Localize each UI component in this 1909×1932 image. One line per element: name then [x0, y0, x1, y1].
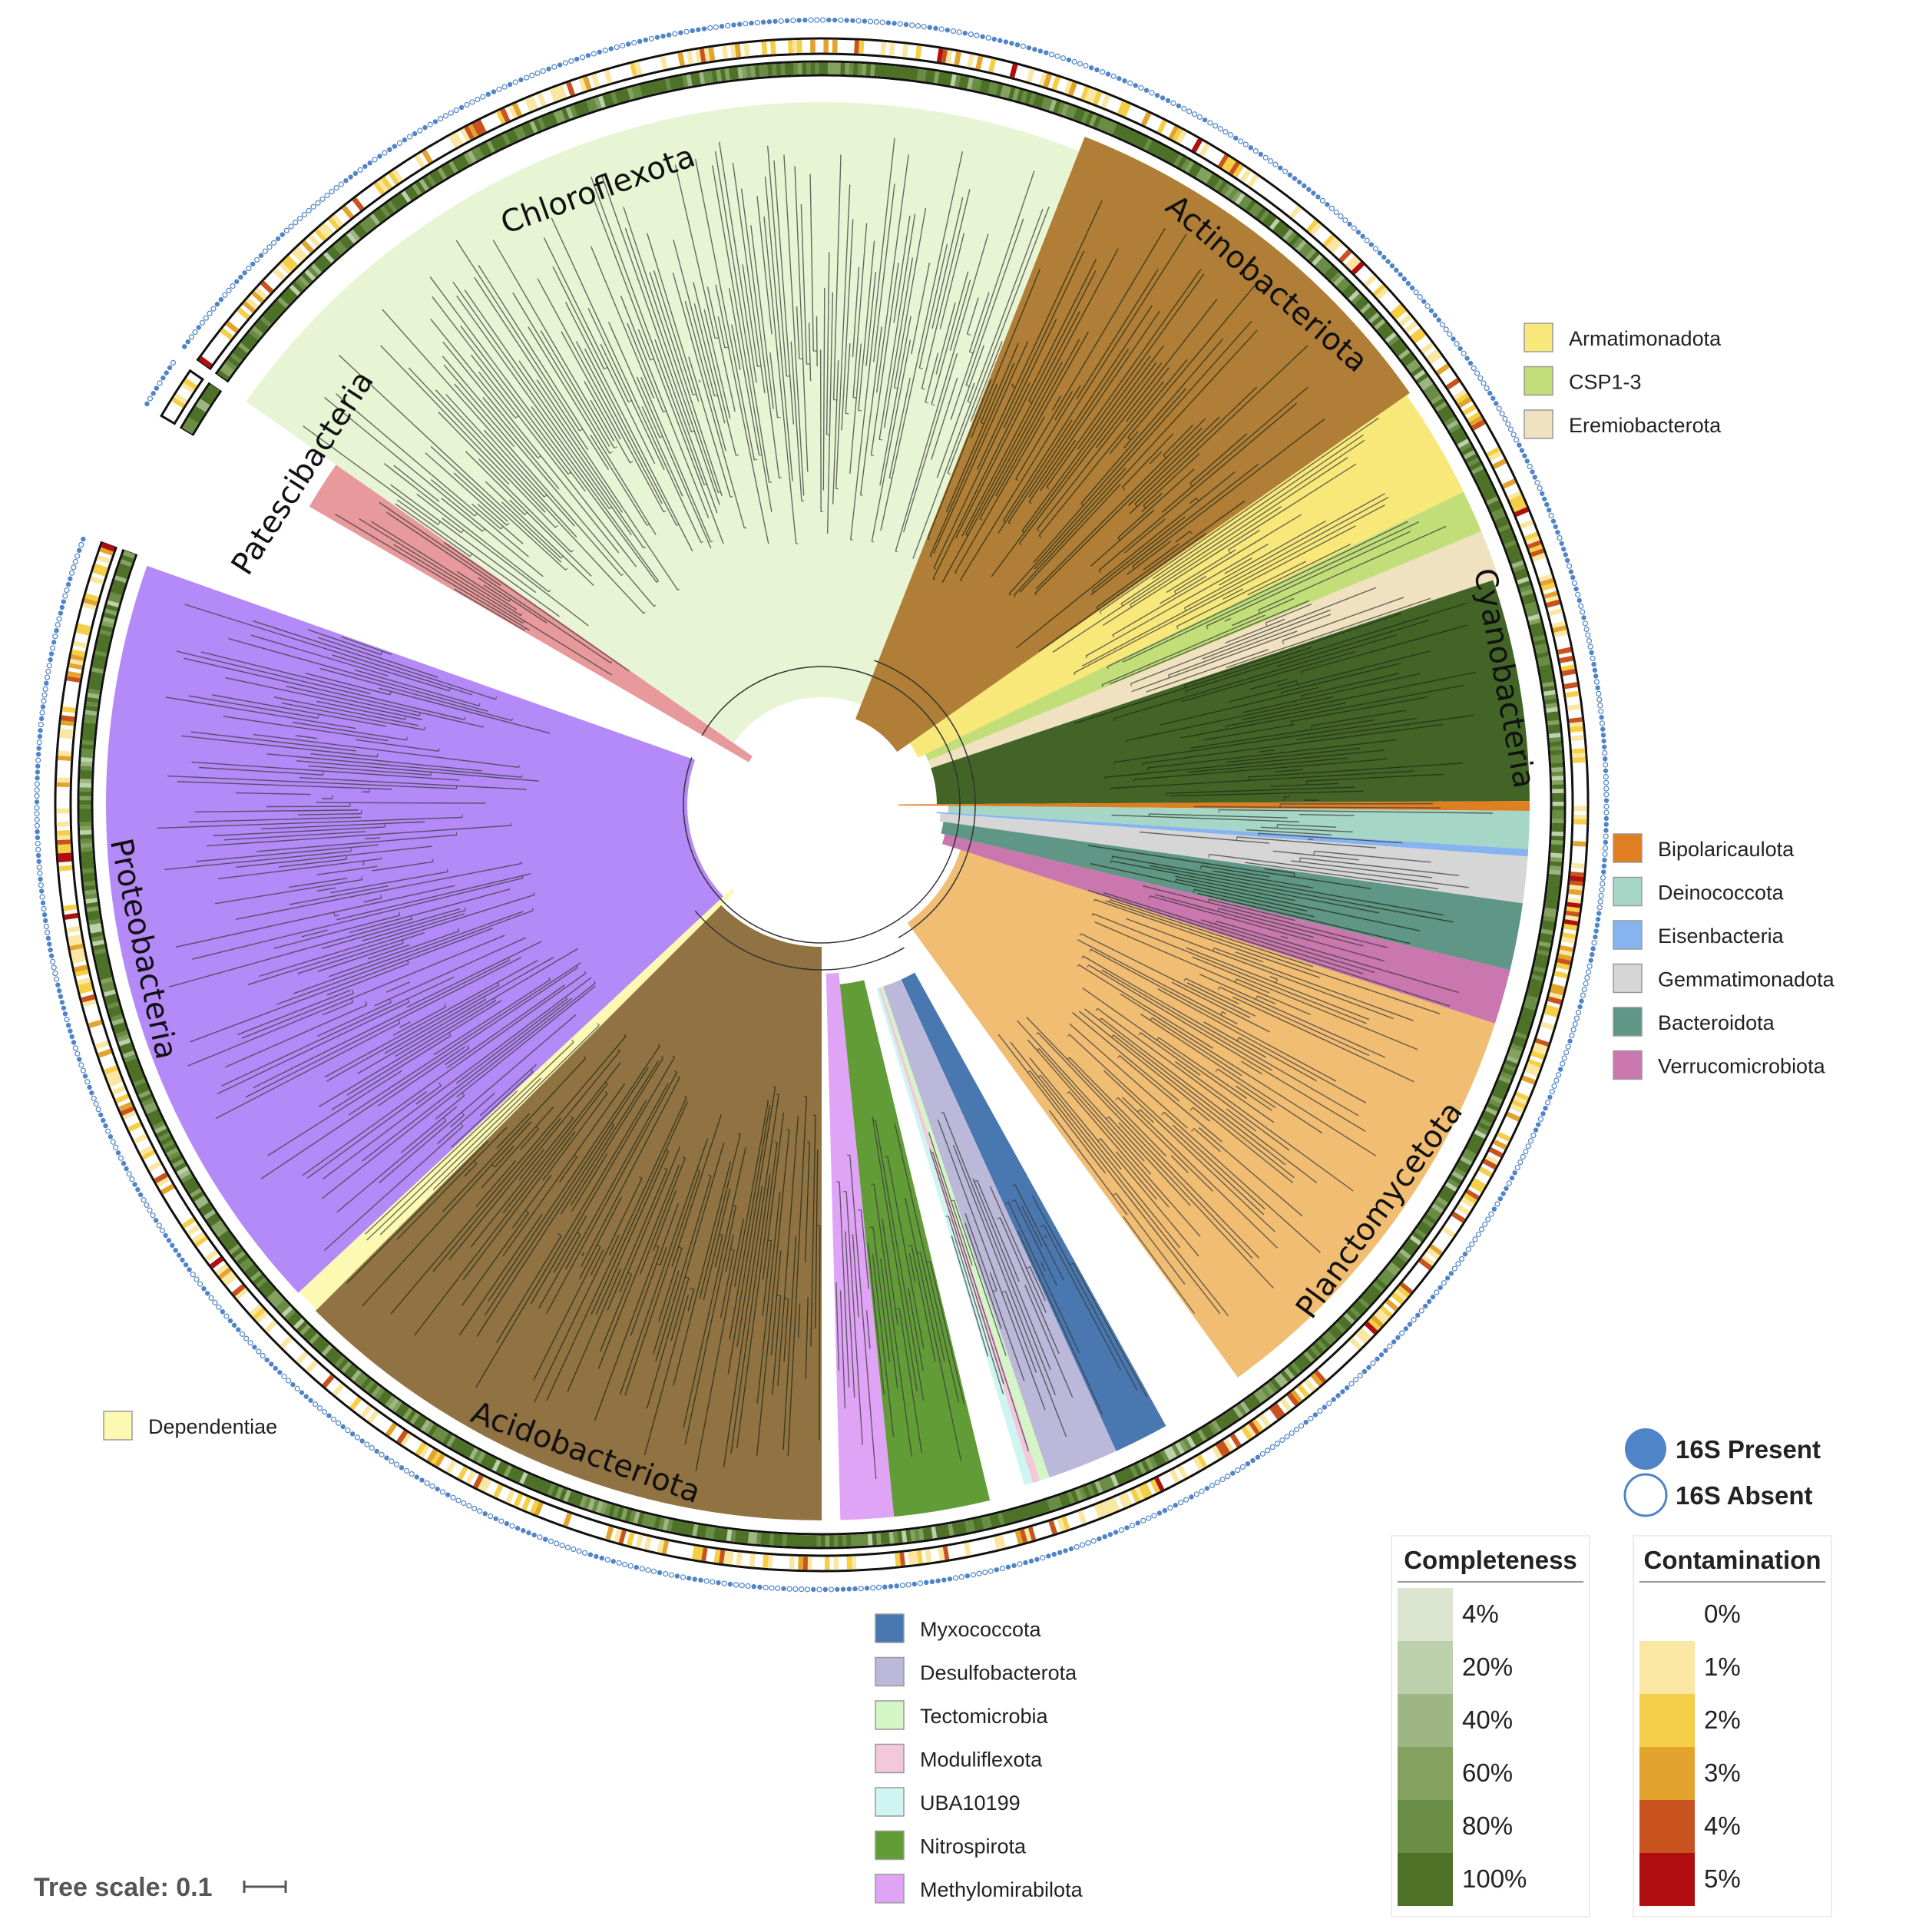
completeness-legend-label: 20% — [1462, 1652, 1513, 1681]
legend-swatch — [1613, 920, 1643, 950]
tree-scale-label: Tree scale: 0.1 — [34, 1873, 213, 1902]
completeness-legend-swatch — [1398, 1694, 1453, 1747]
tree-scale-bar — [243, 1881, 287, 1893]
legend-swatch — [875, 1656, 905, 1687]
contamination-legend-swatch — [1639, 1641, 1695, 1694]
legend-label: Armatimonadota — [1569, 327, 1722, 350]
rrna-present-label: 16S Present — [1676, 1435, 1821, 1464]
legend-swatch — [1613, 833, 1643, 863]
legend-label: Myxococcota — [920, 1618, 1042, 1641]
legends: ArmatimonadotaCSP1-3EremiobacterotaBipol… — [103, 323, 1835, 1917]
completeness-legend: Completeness 4% 20% 40% 60% 80% 100% — [1391, 1535, 1590, 1917]
clade-wedge-patescibacteria — [309, 465, 753, 763]
rrna-present-marker — [1625, 1428, 1666, 1470]
completeness-legend-swatch — [1398, 1588, 1453, 1641]
legend-label: Verrucomicrobiota — [1658, 1055, 1826, 1078]
contamination-legend-label: 4% — [1704, 1811, 1741, 1840]
clade-wedge-verrucomicrobiota — [941, 834, 1510, 1024]
legend-label: Desulfobacterota — [920, 1662, 1077, 1685]
legend-label: UBA10199 — [920, 1791, 1021, 1815]
legend-swatch — [1524, 366, 1553, 396]
contamination-legend-swatch — [1639, 1853, 1695, 1906]
legend-swatch — [1613, 1050, 1643, 1080]
legend-label: Dependentiae — [148, 1415, 277, 1438]
legend-swatch — [875, 1874, 905, 1904]
legend-label: Eremiobacterota — [1569, 414, 1722, 437]
completeness-legend-label: 100% — [1462, 1864, 1527, 1893]
legend-swatch — [875, 1787, 905, 1817]
completeness-legend-title: Completeness — [1404, 1546, 1577, 1574]
clade-wedge-dependentiae — [299, 888, 735, 1310]
legend-label: CSP1-3 — [1569, 371, 1642, 394]
clade-wedge-csp1-3 — [925, 491, 1482, 761]
legend-swatch — [1613, 876, 1643, 907]
clade-wedges — [106, 102, 1530, 1520]
annotation-rings — [34, 17, 1610, 1593]
contamination-legend-swatch — [1639, 1747, 1695, 1800]
legend-label: Eisenbacteria — [1658, 925, 1785, 948]
phylum-legend-right: BipolaricaulotaDeinococcotaEisenbacteria… — [1613, 833, 1835, 1080]
tree-scale: Tree scale: 0.1 — [34, 1873, 287, 1902]
legend-label: Methylomirabilota — [920, 1878, 1084, 1901]
clade-wedge-acidobacteriota — [315, 905, 822, 1520]
contamination-legend-title: Contamination — [1644, 1546, 1821, 1574]
contamination-legend-label: 5% — [1704, 1864, 1741, 1893]
phylum-legend-bottom-left: Dependentiae — [103, 1411, 277, 1441]
contamination-legend-swatch — [1639, 1588, 1695, 1641]
completeness-legend-swatch — [1398, 1800, 1453, 1853]
clade-wedge-desulfobacterota — [883, 979, 1117, 1478]
legend-swatch — [875, 1700, 905, 1730]
legend-label: Tectomicrobia — [920, 1705, 1049, 1728]
legend-swatch — [1524, 323, 1553, 352]
phylum-legend-bottom: MyxococcotaDesulfobacterotaTectomicrobia… — [875, 1613, 1084, 1904]
completeness-legend-swatch — [1398, 1641, 1453, 1694]
completeness-legend-label: 4% — [1462, 1600, 1499, 1628]
contamination-legend-label: 2% — [1704, 1705, 1741, 1734]
completeness-legend-label: 40% — [1462, 1705, 1513, 1734]
completeness-legend-label: 80% — [1462, 1811, 1513, 1840]
legend-label: Moduliflexota — [920, 1748, 1043, 1772]
contamination-legend: Contamination 0% 1% 2% 3% 4% 5% — [1633, 1535, 1832, 1917]
clade-wedge-eisenbacteria — [936, 812, 1529, 857]
contamination-legend-swatch — [1639, 1694, 1695, 1747]
legend-label: Bacteroidota — [1658, 1011, 1775, 1034]
rrna-absent-label: 16S Absent — [1676, 1481, 1813, 1510]
legend-swatch — [1613, 963, 1643, 994]
legend-swatch — [875, 1743, 905, 1774]
clade-wedge-armatimonadota — [909, 395, 1464, 758]
contamination-legend-label: 1% — [1704, 1652, 1741, 1681]
legend-swatch — [1524, 409, 1553, 439]
contamination-legend-label: 0% — [1704, 1600, 1741, 1628]
rrna-absent-marker — [1623, 1473, 1668, 1517]
clade-wedge-eremiobacterota — [928, 531, 1499, 769]
completeness-legend-swatch — [1398, 1853, 1453, 1906]
clade-wedge-cyanobacteria — [931, 580, 1530, 805]
rrna-legend: 16S Present 16S Absent — [1623, 1428, 1821, 1517]
contamination-legend-label: 3% — [1704, 1758, 1741, 1787]
tree-branches — [157, 137, 1493, 1480]
legend-swatch — [875, 1613, 905, 1643]
clade-wedge-chloroflexota — [246, 102, 1080, 743]
clade-wedge-bacteroidota — [941, 822, 1524, 971]
legend-swatch — [1613, 1007, 1643, 1037]
clade-wedge-methylomirabilota — [825, 972, 895, 1520]
legend-label: Nitrospirota — [920, 1835, 1027, 1858]
legend-swatch — [875, 1830, 905, 1861]
tree-root-hub — [695, 678, 948, 931]
completeness-legend-swatch — [1398, 1747, 1453, 1800]
legend-label: Gemmatimonadota — [1658, 968, 1835, 991]
clade-wedge-deinococcota — [948, 806, 1530, 849]
legend-swatch — [103, 1411, 133, 1441]
completeness-legend-label: 60% — [1462, 1758, 1513, 1787]
legend-label: Bipolaricaulota — [1658, 838, 1795, 861]
clade-wedge-nitrospirota — [839, 980, 991, 1517]
contamination-legend-swatch — [1639, 1800, 1695, 1853]
legend-label: Deinococcota — [1658, 882, 1785, 905]
